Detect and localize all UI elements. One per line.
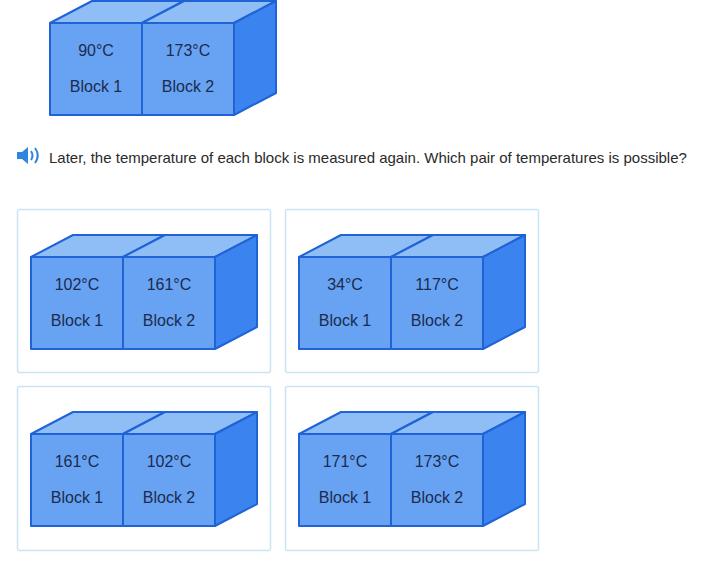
front-face [50, 23, 142, 115]
block-name: Block 1 [319, 311, 371, 331]
block-name: Block 1 [51, 311, 103, 331]
block-face: 102°C Block 1 [31, 257, 123, 349]
block-face: 161°C Block 1 [31, 434, 123, 526]
block-name: Block 1 [70, 77, 122, 97]
front-face [299, 434, 391, 526]
block-name: Block 2 [143, 311, 195, 331]
block-face: 173°C Block 2 [391, 434, 483, 526]
temperature-value: 117°C [415, 275, 458, 295]
side-face [234, 1, 276, 115]
temperature-value: 161°C [55, 452, 100, 472]
front-face [123, 434, 215, 526]
block-face: 173°C Block 2 [142, 23, 234, 115]
block-faces [31, 1, 525, 526]
front-face [299, 257, 391, 349]
front-face [123, 257, 215, 349]
card-frames [18, 210, 539, 551]
front-face [31, 257, 123, 349]
block-name: Block 1 [51, 488, 103, 508]
temperature-value: 102°C [147, 452, 192, 472]
front-face [391, 257, 483, 349]
answer-card [286, 387, 539, 551]
temperature-value: 161°C [147, 275, 192, 295]
block-name: Block 2 [143, 488, 195, 508]
block-face: 161°C Block 2 [123, 257, 215, 349]
temperature-value: 90°C [78, 41, 114, 61]
block-face: 34°C Block 1 [299, 257, 391, 349]
block-name: Block 2 [162, 77, 214, 97]
front-face [391, 434, 483, 526]
question-text: Later, the temperature of each block is … [16, 146, 688, 170]
side-face [215, 412, 257, 526]
block-name: Block 2 [411, 311, 463, 331]
temperature-value: 102°C [55, 275, 100, 295]
block-face: 171°C Block 1 [299, 434, 391, 526]
front-face [142, 23, 234, 115]
block-face: 102°C Block 2 [123, 434, 215, 526]
temperature-value: 173°C [415, 452, 460, 472]
side-face [215, 235, 257, 349]
speaker-icon [17, 147, 38, 164]
front-face [31, 434, 123, 526]
side-face [483, 235, 525, 349]
block-face: 117°C Block 2 [391, 257, 483, 349]
block-name: Block 2 [411, 488, 463, 508]
answer-card [18, 210, 271, 373]
block-face: 90°C Block 1 [50, 23, 142, 115]
side-face [483, 412, 525, 526]
answer-card [18, 387, 271, 551]
temperature-value: 173°C [166, 41, 211, 61]
block-name: Block 1 [319, 488, 371, 508]
temperature-value: 34°C [327, 275, 363, 295]
temperature-value: 171°C [323, 452, 368, 472]
answer-card [286, 210, 539, 373]
